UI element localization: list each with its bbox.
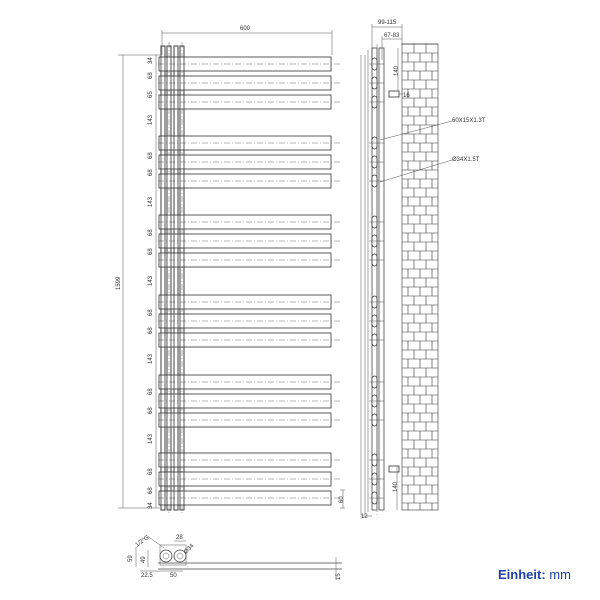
front-spacing-labels: 34 68 65 143 68 68 143 68 68 143 68 68 143 68 68 143 68 6… — [148, 57, 154, 509]
unit-label: Einheit: mm — [498, 567, 571, 582]
collector-tube — [179, 45, 185, 511]
spacing-label: 143 — [148, 114, 154, 125]
spacing-label: 65 — [148, 91, 154, 98]
round-tube-spec: Ø34X1.5T — [452, 157, 480, 163]
connection-detail: 15 1/2"G 28 Ø34 59 49 22.5 50 — [128, 535, 342, 580]
top-bracket — [388, 90, 400, 98]
height-dimension: 1599 — [116, 276, 122, 290]
collector-tube — [173, 45, 179, 511]
spacing-label: 143 — [148, 353, 154, 364]
spacing-label: 68 — [148, 72, 154, 79]
spacing-label: 143 — [148, 196, 154, 207]
spacing-label: 68 — [148, 152, 154, 159]
spacing-label: 143 — [148, 433, 154, 444]
spacing-label: 34 — [148, 502, 154, 509]
dist-b-dimension: 50 — [170, 573, 177, 579]
collector-tube — [166, 45, 172, 511]
spacing-label: 68 — [148, 248, 154, 255]
bottom-dimension: 60 — [339, 496, 345, 503]
collector-tube — [160, 45, 166, 511]
bottom-bracket — [388, 465, 400, 473]
flat-tube-spec: 60X15X1.3T — [452, 118, 486, 124]
height-b-dimension: 49 — [141, 556, 147, 563]
spacing-label: 68 — [148, 487, 154, 494]
top-offset-dimension: 140 — [394, 65, 400, 76]
bottom-offset-dimension: 140 — [393, 481, 399, 492]
wall-gap-dimension: 12 — [361, 514, 368, 520]
pipe-left — [159, 549, 173, 563]
spacing-label: 34 — [148, 57, 154, 64]
spacing-label: 68 — [148, 327, 154, 334]
spacing-label: 68 — [148, 388, 154, 395]
unit-value: mm — [549, 567, 571, 582]
width-dimension: 600 — [240, 26, 251, 32]
unit-caption: Einheit: — [498, 567, 546, 582]
side-bar-profiles — [369, 57, 384, 505]
spacing-label: 68 — [148, 468, 154, 475]
top-16-dimension: 16 — [403, 93, 410, 99]
spacing-label: 68 — [148, 407, 154, 414]
spacing-label: 68 — [148, 229, 154, 236]
bar-thickness-dimension: 15 — [336, 573, 342, 580]
spacing-label: 68 — [148, 169, 154, 176]
brick-wall — [401, 43, 439, 511]
pipe-diameter: Ø34 — [183, 543, 196, 556]
height-a-dimension: 59 — [128, 555, 134, 562]
side-view: 99-115 67-83 140 16 60X15X1.3T Ø34X1.5T … — [360, 20, 486, 520]
dist-a-dimension: 22.5 — [141, 573, 153, 579]
spacing-label: 143 — [148, 275, 154, 286]
depth-dimension: 99-115 — [378, 20, 397, 26]
pipe-gap-dimension: 28 — [176, 535, 183, 541]
spacing-label: 68 — [148, 309, 154, 316]
front-bars — [158, 45, 340, 511]
front-view: 600 1599 34 68 65 143 68 68 143 68 68 143 68 68 143 6… — [116, 26, 345, 515]
inner-dimension: 67-83 — [384, 33, 400, 39]
